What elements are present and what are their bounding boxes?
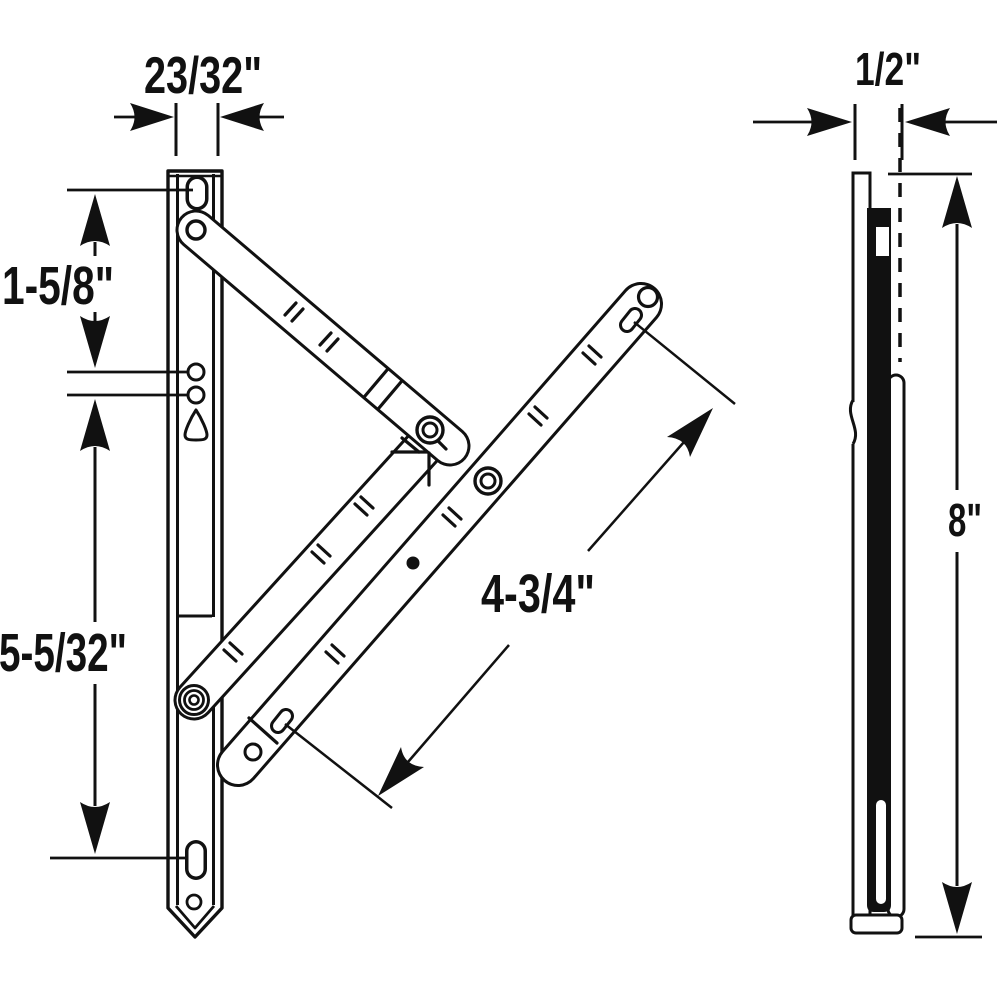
track-hole-lower bbox=[186, 385, 206, 405]
dim-label-track-width: 23/32" bbox=[144, 47, 262, 105]
dim-track-width: 23/32" bbox=[114, 47, 284, 156]
arrowhead-left-icon bbox=[220, 103, 264, 131]
arrowhead-downleft-icon bbox=[378, 747, 424, 796]
side-arm-notch bbox=[876, 227, 889, 256]
track-keyhole bbox=[183, 408, 209, 442]
dim-profile-height: 8" bbox=[888, 172, 982, 939]
track-hole-bottom bbox=[185, 893, 203, 911]
sash-arm bbox=[216, 282, 663, 787]
arrowhead-up-icon bbox=[80, 399, 110, 451]
side-foot bbox=[849, 913, 904, 935]
side-arm-bar bbox=[867, 208, 891, 912]
sash-arm-holes bbox=[243, 285, 660, 762]
arrowhead-down-icon bbox=[80, 802, 110, 854]
dim-arm-length: 4-3/4" bbox=[284, 321, 736, 809]
track-holes bbox=[183, 175, 209, 911]
arrowhead-left-icon bbox=[905, 108, 950, 136]
arrowhead-down-icon bbox=[80, 316, 110, 368]
dim-label-upper-span: 1-5/8" bbox=[2, 256, 114, 316]
link-arm bbox=[175, 209, 471, 467]
rivets bbox=[178, 415, 503, 716]
front-view: 23/32" 1-5/8" 5-5/32" bbox=[0, 47, 736, 939]
rivet-dot bbox=[406, 556, 420, 570]
arrowhead-upright-icon bbox=[667, 408, 713, 457]
side-profile bbox=[847, 108, 906, 935]
mounting-track bbox=[166, 169, 224, 939]
sash-end-hole bbox=[636, 285, 660, 309]
arrowhead-down-icon bbox=[942, 882, 972, 934]
dim-upper-span: 1-5/8" bbox=[2, 188, 193, 397]
dim-label-profile-width: 1/2" bbox=[855, 43, 921, 95]
link-pivot-hole bbox=[185, 219, 207, 241]
arrowhead-up-icon bbox=[942, 176, 972, 228]
break-squiggle bbox=[848, 399, 858, 445]
dim-lower-span: 5-5/32" bbox=[0, 399, 188, 860]
arrowhead-right-icon bbox=[807, 108, 852, 136]
shoe-hole bbox=[243, 742, 263, 762]
arm-details bbox=[185, 219, 603, 745]
dim-profile-width: 1/2" bbox=[753, 43, 997, 160]
support-arm bbox=[173, 416, 454, 721]
arrowhead-right-icon bbox=[130, 103, 174, 131]
dim-label-profile-height: 8" bbox=[948, 494, 982, 546]
track-hole-upper bbox=[186, 362, 206, 382]
arrowhead-up-icon bbox=[80, 194, 110, 246]
dim-label-lower-span: 5-5/32" bbox=[0, 623, 127, 683]
side-view: 1/2" 8" bbox=[753, 43, 997, 939]
dim-label-arm-length: 4-3/4" bbox=[481, 564, 595, 624]
